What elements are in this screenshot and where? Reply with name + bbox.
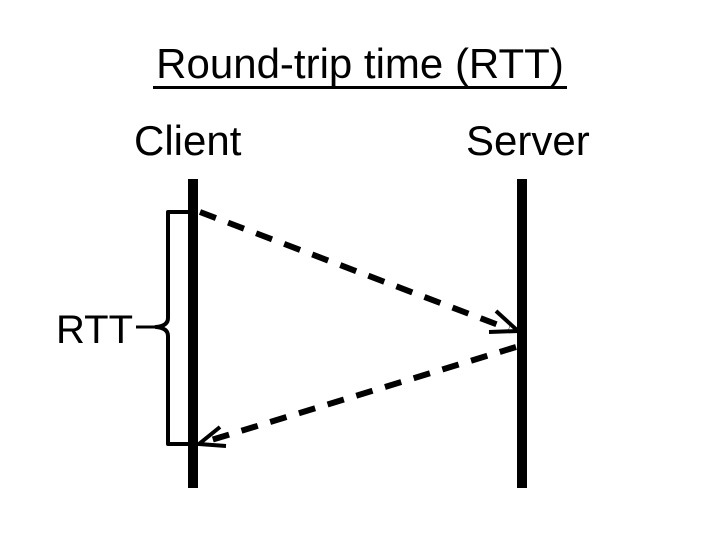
rtt-bracket [136, 210, 193, 446]
request-arrow-line [198, 209, 511, 332]
rtt-label: RTT [56, 308, 134, 352]
response-arrowhead-icon [193, 425, 227, 448]
response-arrow [193, 344, 517, 448]
rtt-bracket-shape [154, 210, 193, 446]
response-arrow-line [207, 344, 517, 444]
request-arrow [198, 209, 523, 334]
server-label: Server [466, 117, 590, 164]
slide-title: Round-trip time (RTT) [153, 43, 567, 89]
client-label: Client [134, 117, 242, 164]
title-container: Round-trip time (RTT) [0, 43, 720, 89]
request-arrowhead-icon [488, 309, 523, 334]
